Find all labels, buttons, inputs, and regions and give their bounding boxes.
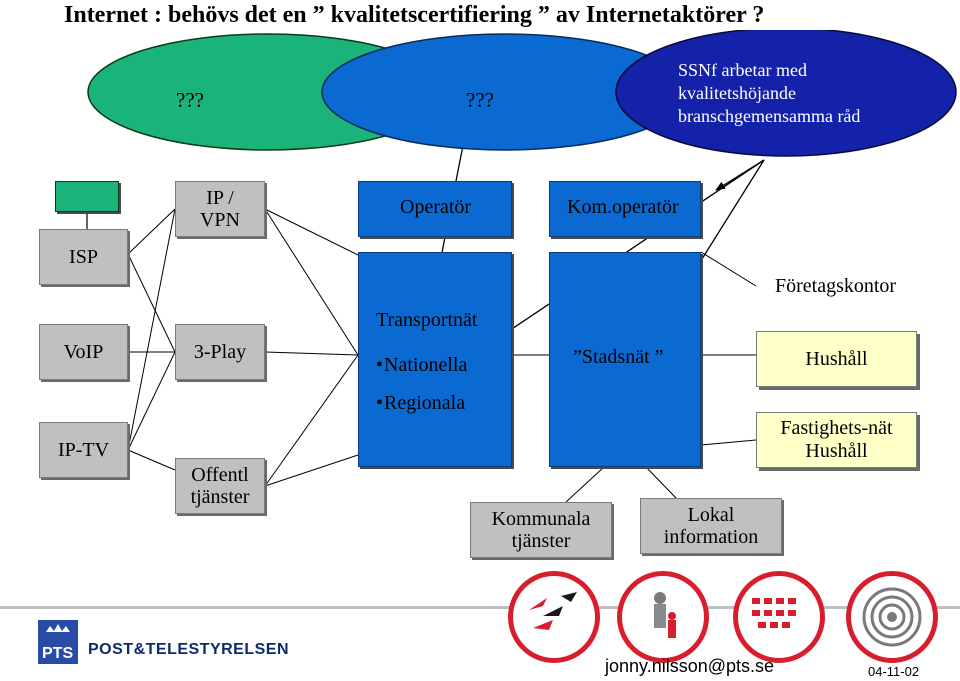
ellipses (87, 30, 957, 157)
people-circle-icon (617, 571, 709, 663)
foretagskontor-label: Företagskontor (775, 275, 897, 297)
connector (264, 351, 359, 356)
navy-ellipse (615, 30, 957, 157)
fastighetsnat-box: Fastighets-nät Hushåll (756, 412, 917, 468)
connector (127, 208, 176, 451)
stadsnat-box (549, 252, 701, 467)
voip-box: VoIP (39, 324, 128, 380)
grid-icon (752, 598, 796, 628)
kommunala-line-1: Kommunala (491, 508, 591, 530)
connector (264, 454, 359, 487)
ellipse-left-label: ??? (176, 88, 204, 112)
ip-vpn-box: IP / VPN (175, 181, 265, 237)
contact-email: jonny.nilsson@pts.se (605, 656, 775, 676)
svg-text:PTS: PTS (42, 645, 73, 662)
footer-divider (0, 606, 960, 609)
crown-icon: PTS (42, 624, 73, 662)
ssnf-text: SSNf arbetar med kvalitetshöjande bransc… (678, 59, 860, 128)
transportnat-list: Nationella Regionala (376, 346, 467, 422)
connector (127, 351, 176, 451)
iptv-box: IP-TV (39, 422, 128, 478)
offentl-line-2: tjänster (190, 486, 250, 508)
ip-vpn-line-2: VPN (199, 209, 240, 231)
offentl-line-1: Offentl (191, 464, 249, 486)
ellipse-middle-label: ??? (466, 88, 494, 112)
connector (264, 208, 359, 256)
fastighetsnat-line-2: Hushåll (805, 440, 868, 462)
connector (700, 251, 757, 287)
ssnf-line-3: branschgemensamma råd (678, 106, 861, 126)
ssnf-line-1: SSNf arbetar med (678, 60, 807, 80)
hushall-box: Hushåll (756, 331, 917, 387)
green-marker-box (55, 181, 119, 212)
connector (264, 354, 359, 487)
arrow (715, 159, 765, 191)
arrows-icon (529, 592, 577, 630)
lokal-line-2: information (663, 526, 759, 548)
lokal-information-box: Lokal information (640, 498, 782, 554)
ip-vpn-line-1: IP / (206, 187, 234, 209)
ssnf-line-2: kvalitetshöjande (678, 83, 796, 103)
connector (565, 466, 605, 503)
pts-logo-icon: PTS (38, 620, 78, 664)
operator-header-label: Operatör (400, 196, 472, 218)
connector (645, 466, 677, 499)
three-play-box: 3-Play (175, 324, 265, 380)
connector (264, 208, 359, 356)
fastighetsnat-line-1: Fastighets-nät (780, 417, 893, 439)
pts-logo-text-line: POST&TELESTYRELSEN (88, 641, 290, 658)
target-circle-icon (846, 571, 938, 663)
people-icon (654, 592, 676, 638)
kom-operator-header-box (549, 181, 701, 237)
target-icon (862, 587, 922, 647)
transportnat-heading: Transportnät (376, 309, 478, 331)
pts-logo-text: POST&TELESTYRELSEN (88, 641, 289, 659)
grid-circle-icon (733, 571, 825, 663)
stadsnat-label: ”Stadsnät ” (573, 346, 664, 368)
isp-box: ISP (39, 229, 128, 285)
kommunala-tjanster-box: Kommunala tjänster (470, 502, 612, 558)
operator-header-box (358, 181, 512, 237)
list-item: Regionala (376, 384, 467, 422)
connector (127, 208, 176, 255)
footer-date: 04-11-02 (868, 664, 920, 679)
offentl-tjanster-box: Offentl tjänster (175, 458, 265, 514)
list-item: Nationella (376, 346, 467, 384)
connector (127, 253, 176, 353)
connector (700, 439, 757, 446)
connector (127, 449, 176, 471)
lokal-line-1: Lokal (687, 504, 735, 526)
arrows-circle-icon (508, 571, 600, 663)
kom-operator-header-label: Kom.operatör (567, 196, 679, 218)
page-title: Internet : behövs det en ” kvalitetscert… (64, 2, 765, 28)
kommunala-line-2: tjänster (511, 530, 571, 552)
